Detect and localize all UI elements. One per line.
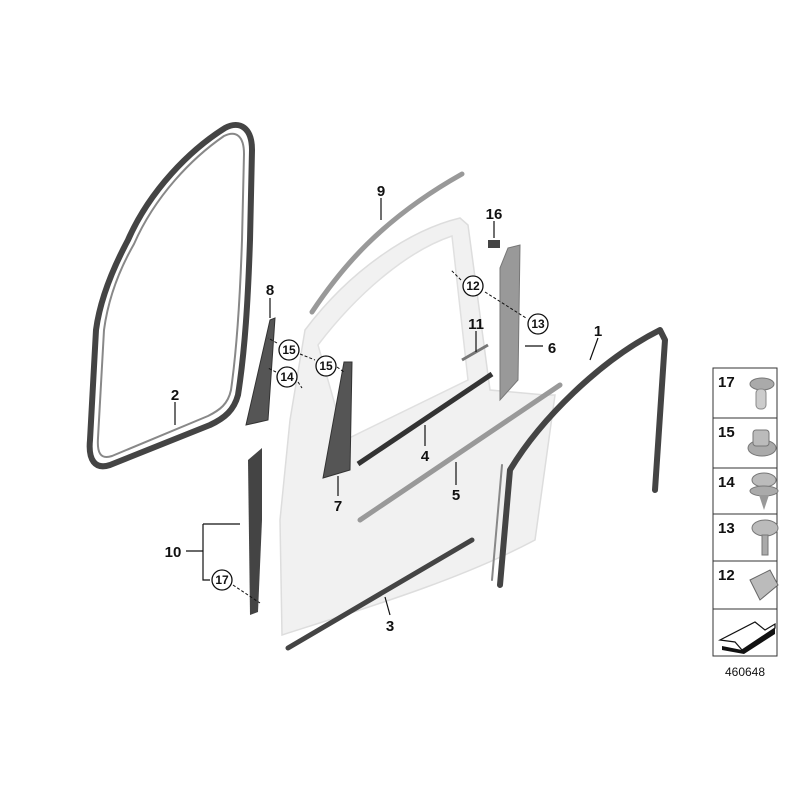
circled-label-17: 17 [211,569,233,591]
label-11: 11 [468,316,484,333]
screw-icon [751,519,779,556]
label-10: 10 [165,544,182,561]
part-8-mirror-triangle [245,317,276,426]
svg-text:13: 13 [531,317,545,331]
svg-text:15: 15 [282,343,296,357]
svg-text:17: 17 [215,573,229,587]
label-2: 2 [171,387,179,404]
circled-label-12: 12 [462,275,484,297]
legend-num-12: 12 [718,567,735,584]
label-9: 9 [377,183,385,200]
label-1: 1 [594,323,602,340]
part-3-lower-seal [285,537,475,651]
label-3: 3 [386,618,394,635]
legend-num-15: 15 [718,424,735,441]
part-11-striker [461,343,489,362]
part-4-window-seal [356,371,494,467]
circled-label-14: 14 [276,366,298,388]
reference-number: 460648 [725,665,765,679]
part-6-pillar-trim [499,244,521,402]
part-5-trim-strip [357,382,563,523]
svg-text:15: 15 [319,359,333,373]
part-7-mirror-triangle [322,361,353,479]
part-9-roof-trim [309,171,465,315]
legend-num-13: 13 [718,520,735,537]
label-5: 5 [452,487,460,504]
label-6: 6 [548,340,556,357]
label-16: 16 [486,206,503,223]
circled-label-15: 15 [315,355,337,377]
svg-text:12: 12 [466,279,480,293]
label-4: 4 [421,448,430,465]
clamp-nut-icon [749,569,779,601]
part-2-door-seal [86,122,255,470]
svg-text:14: 14 [280,370,294,384]
part-16-pad [488,240,500,248]
circled-label-13: 13 [527,313,549,335]
legend-num-14: 14 [718,474,735,491]
arrow-icon [718,621,776,654]
expanding-rivet-icon [749,472,779,510]
clip-icon [749,377,775,410]
part-1-window-channel [491,327,668,588]
nut-clip-icon [747,429,777,457]
label-7: 7 [334,498,342,515]
part-10-pillar-seal [248,448,262,615]
leader-lines [174,198,599,616]
circled-label-15: 15 [278,339,300,361]
fastener-legend: 17 15 14 13 12 [712,367,779,657]
legend-num-17: 17 [718,374,735,391]
label-8: 8 [266,282,274,299]
